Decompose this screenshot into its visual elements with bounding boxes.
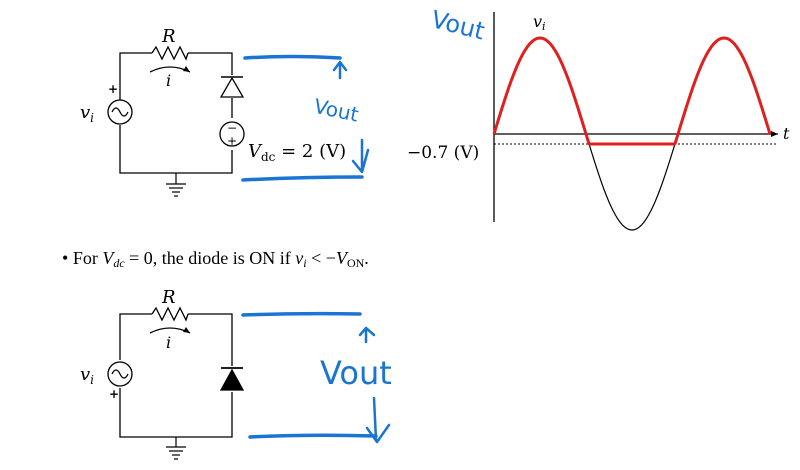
vout-up-arrow-2 [358, 326, 376, 344]
circuit2-resistor [151, 306, 189, 322]
circuit1-dc-source [219, 121, 245, 147]
circuit2-current-label: i [166, 333, 171, 352]
circuit1-sine-icon [111, 107, 129, 117]
circuit1-resistor [151, 45, 189, 61]
waveform-plot: vi t −0.7 (V) [407, 12, 790, 231]
circuit1-vdc-label: Vdc = 2 (V) [248, 141, 346, 164]
level-label: −0.7 (V) [407, 143, 479, 163]
circuit2-diode [219, 368, 245, 391]
vout-bottom-line-1 [241, 175, 364, 182]
circuit2-plus-sign: + [109, 387, 119, 401]
bullet-period: . [364, 248, 369, 268]
bullet-vi-sub: i [303, 256, 307, 270]
circuit1-wires [119, 52, 233, 174]
bullet-von-v: V [335, 248, 347, 268]
circuit1-source-label: vi [80, 102, 94, 125]
vout-bottom-line-2 [248, 433, 378, 439]
annotations-2: Vout [241, 311, 392, 444]
circuit1-plus-sign: + [108, 82, 118, 96]
circuit2-sine-icon [111, 369, 129, 379]
bullet-for: For [72, 248, 103, 268]
bullet-dot: • [62, 248, 69, 268]
vout-annotation-graph: Vout [428, 5, 487, 45]
circuit2-wires [119, 313, 233, 438]
vout-down-arrow-2 [365, 396, 391, 444]
vout-annotation-2: Vout [320, 354, 392, 392]
circuit1-current-label: i [166, 71, 171, 90]
circuit-1: R i + vi − + Vdc = 2 (V) [80, 26, 346, 197]
bullet-eq-zero: = 0, the diode is ON if [124, 248, 296, 268]
bullet-dc-sub: dc [113, 256, 125, 270]
t-label: t [783, 124, 790, 143]
circuit-2: R i vi + [80, 287, 245, 460]
circuit1-diode [219, 76, 245, 98]
vout-clipped-curve [492, 36, 772, 146]
circuit1-resistor-label: R [161, 26, 176, 47]
circuit1-current-arrowhead [183, 66, 190, 72]
circuit2-ground-icon [166, 437, 186, 460]
circuit2-current-arrowhead [183, 327, 190, 333]
bullet-vi: v [295, 248, 304, 268]
t-axis-arrowhead [771, 131, 778, 137]
circuit1-ground-icon [166, 173, 186, 197]
vout-top-line-1 [243, 54, 342, 60]
bullet-v: V [102, 248, 114, 268]
vi-label: vi [533, 12, 546, 33]
circuit1-battery-minus: − [227, 121, 237, 135]
circuit1-battery-plus: + [227, 134, 237, 148]
circuit2-source-label: vi [80, 364, 94, 387]
vout-annotation-1: Vout [312, 94, 361, 127]
circuit2-resistor-label: R [161, 287, 176, 308]
vout-top-line-2 [241, 311, 362, 317]
vout-up-arrow-1 [332, 60, 348, 80]
vout-down-arrow-1 [351, 138, 370, 174]
bullet-statement: • For Vdc = 0, the diode is ON if vi < −… [62, 248, 369, 271]
bullet-von-sub: ON [346, 256, 365, 270]
bullet-lt: < − [306, 248, 336, 268]
